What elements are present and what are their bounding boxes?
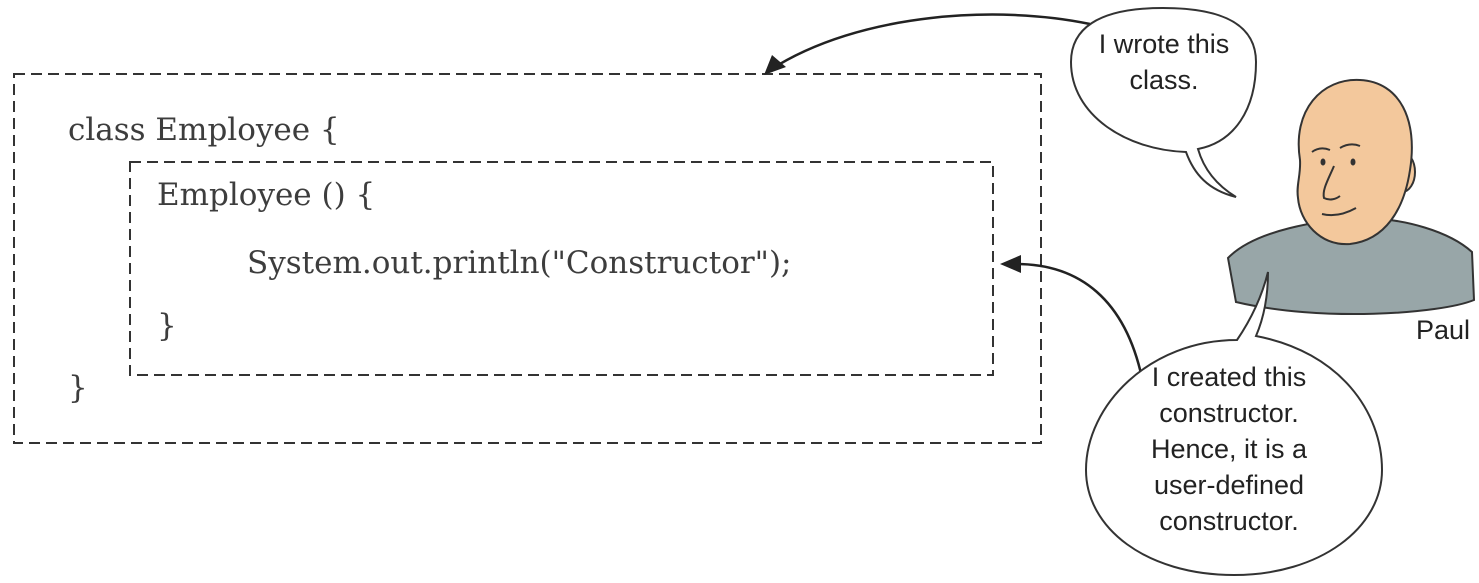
constructor-arrow [1015, 262, 1144, 379]
constructor-bubble-line-5: constructor. [1159, 506, 1299, 536]
constructor-body-line: System.out.println("Constructor"); [247, 245, 791, 281]
constructor-declaration-line: Employee () { [157, 177, 375, 213]
constructor-bubble-line-1: I created this [1152, 362, 1307, 392]
class-bubble-line-2: class. [1129, 65, 1198, 95]
constructor-closing-brace: } [157, 308, 177, 344]
class-speech-bubble: I wrote this class. [1069, 6, 1258, 198]
constructor-bubble-line-4: user-defined [1154, 470, 1304, 500]
constructor-bubble-line-3: Hence, it is a [1151, 434, 1308, 464]
constructor-box [129, 161, 994, 376]
paul-shirt [1226, 216, 1476, 316]
constructor-bubble-line-2: constructor. [1159, 398, 1299, 428]
class-declaration-line: class Employee { [68, 112, 340, 148]
class-arrow-head [764, 55, 786, 75]
person-name-label: Paul [1416, 315, 1470, 345]
paul-illustration [1226, 78, 1476, 316]
constructor-arrow-head [1000, 255, 1021, 273]
class-bubble-line-1: I wrote this [1099, 29, 1230, 59]
class-box [13, 73, 1042, 444]
constructor-speech-bubble: I created this constructor. Hence, it is… [1084, 271, 1384, 577]
class-closing-brace: } [68, 370, 88, 406]
class-arrow [769, 13, 1091, 72]
